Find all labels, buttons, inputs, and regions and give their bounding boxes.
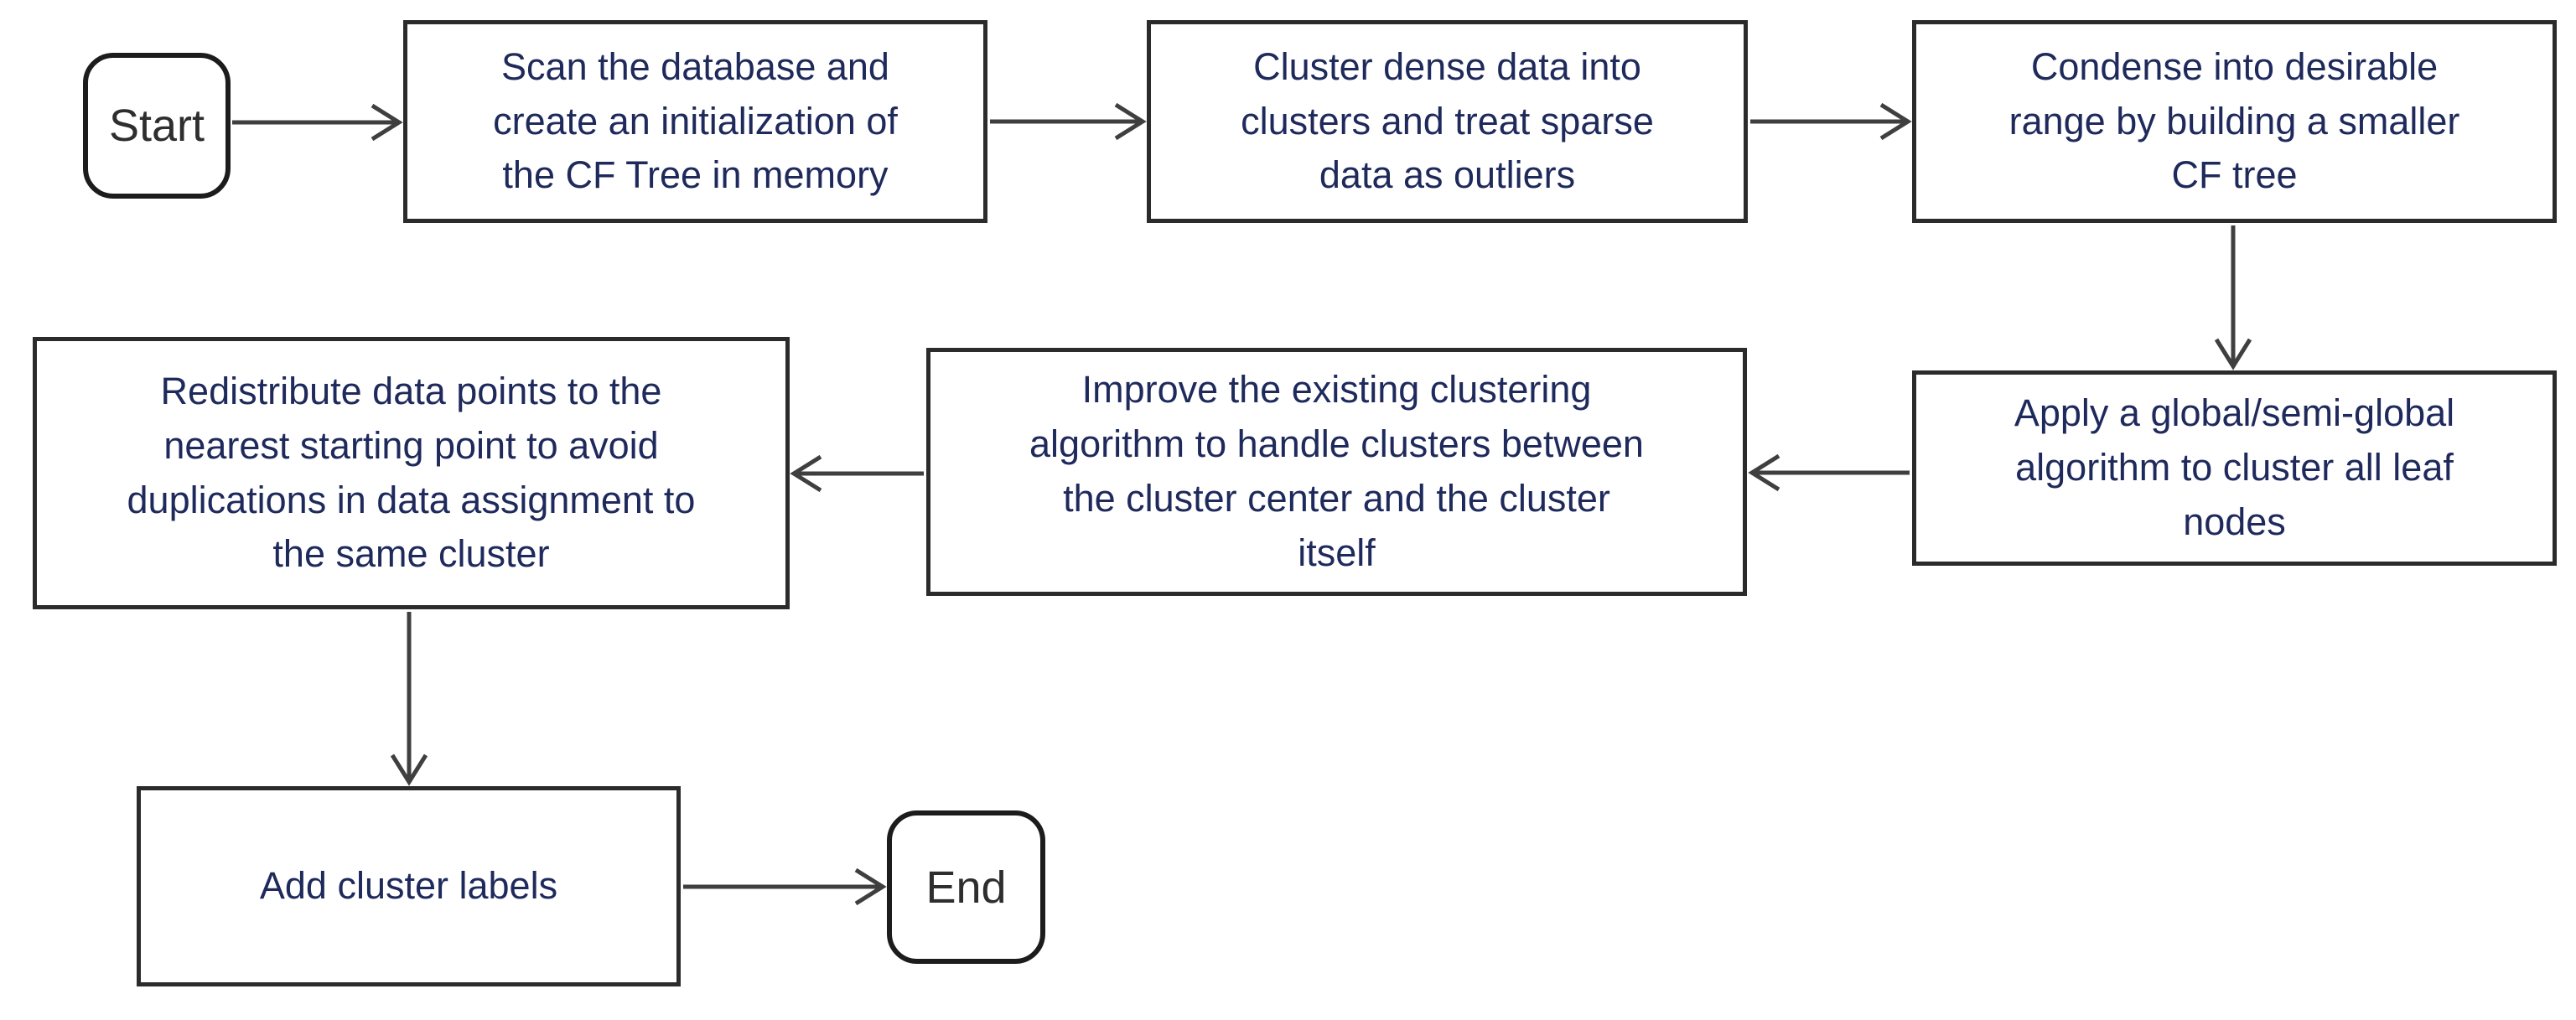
flow-node-add-cluster-labels: Add cluster labels (137, 786, 681, 986)
node-label-end: End (925, 862, 1007, 913)
flow-node-start: Start (83, 53, 231, 199)
flow-node-condense-range: Condense into desirable range by buildin… (1912, 20, 2557, 223)
flow-node-improve-clustering: Improve the existing clustering algorith… (926, 348, 1747, 596)
node-label-improve-clustering: Improve the existing clustering algorith… (1029, 368, 1644, 574)
flow-node-end: End (887, 810, 1045, 964)
flow-node-apply-global-algorithm: Apply a global/semi-global algorithm to … (1912, 370, 2557, 566)
node-label-redistribute-points: Redistribute data points to the nearest … (127, 369, 696, 576)
node-label-start: Start (108, 101, 205, 151)
flow-node-cluster-dense-data: Cluster dense data into clusters and tre… (1147, 20, 1748, 223)
flow-node-scan-database: Scan the database and create an initiali… (403, 20, 987, 223)
node-label-cluster-dense-data: Cluster dense data into clusters and tre… (1241, 44, 1654, 197)
node-label-scan-database: Scan the database and create an initiali… (493, 44, 898, 197)
flow-node-redistribute-points: Redistribute data points to the nearest … (33, 337, 790, 609)
node-label-apply-global-algorithm: Apply a global/semi-global algorithm to … (2014, 391, 2455, 543)
node-label-condense-range: Condense into desirable range by buildin… (2008, 44, 2460, 197)
node-label-add-cluster-labels: Add cluster labels (259, 864, 558, 908)
